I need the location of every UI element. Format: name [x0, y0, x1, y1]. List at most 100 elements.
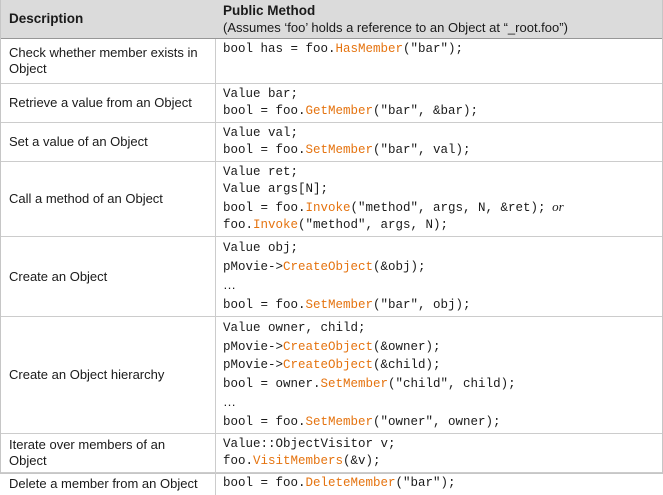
- method-name: CreateObject: [283, 259, 374, 274]
- code-line: …: [223, 276, 658, 296]
- code-text: ("bar");: [395, 476, 456, 490]
- code-line: foo.VisitMembers(&v);: [223, 453, 658, 470]
- code-text: pMovie->: [223, 339, 284, 354]
- code-text: ("child", child);: [388, 376, 516, 391]
- method-name: CreateObject: [283, 358, 374, 372]
- code-text: Value args[N];: [223, 182, 329, 196]
- table-row: Check whether member exists in Object boo…: [1, 39, 662, 84]
- row-code: Value owner, child;pMovie->CreateObject(…: [216, 317, 662, 433]
- code-line: bool = foo.SetMember("owner", owner);: [223, 413, 658, 432]
- code-text: (&child);: [373, 358, 441, 372]
- code-text: Value ret;: [223, 165, 299, 179]
- code-text: ("bar", &bar);: [373, 104, 479, 118]
- code-line: Value ret;: [223, 164, 658, 181]
- code-line: pMovie->CreateObject(&owner);: [223, 338, 658, 357]
- row-description: Create an Object: [1, 237, 216, 316]
- header-public-method-subtitle: (Assumes ‘foo’ holds a reference to an O…: [223, 20, 568, 35]
- code-text: Value owner, child;: [223, 321, 366, 335]
- ellipsis-text: …: [223, 277, 236, 292]
- row-code: Value ret; Value args[N]; bool = foo.Invok…: [216, 162, 662, 236]
- method-name: Invoke: [253, 218, 299, 232]
- code-text: bool = owner.: [223, 376, 321, 391]
- row-code: Value bar; bool = foo.GetMember("bar", &b…: [216, 84, 662, 122]
- row-description: Check whether member exists in Object: [1, 39, 216, 83]
- row-code: bool has = foo.HasMember("bar");: [216, 39, 662, 83]
- code-line: bool = foo.Invoke("method", args, N, &re…: [223, 198, 658, 217]
- code-text: (&owner);: [373, 339, 441, 354]
- row-description-text: Retrieve a value from an Object: [9, 95, 192, 110]
- header-description-label: Description: [9, 11, 84, 26]
- code-text: ("method", args, N, &ret);: [350, 201, 546, 215]
- row-description: Call a method of an Object: [1, 162, 216, 236]
- method-name: VisitMembers: [253, 454, 344, 468]
- code-text: bool = foo.: [223, 476, 306, 490]
- ellipsis-text: …: [223, 394, 236, 409]
- row-code: Value val; bool = foo.SetMember("bar", va…: [216, 123, 662, 161]
- method-name: HasMember: [335, 42, 404, 56]
- table-row: Delete a member from an Object bool = foo…: [1, 473, 662, 495]
- code-text: ("method", args, N);: [298, 218, 449, 232]
- table-row: Set a value of an Object Value val; bool =…: [1, 123, 662, 162]
- code-line: Value val;: [223, 125, 658, 142]
- code-line: pMovie->CreateObject(&child);: [223, 356, 658, 375]
- code-line: Value args[N];: [223, 181, 658, 198]
- header-public-method-title: Public Method: [223, 3, 316, 18]
- row-description-text: Check whether member exists in Object: [9, 45, 198, 76]
- code-text: Value bar;: [223, 87, 299, 101]
- method-name: SetMember: [305, 297, 374, 312]
- row-description-text: Delete a member from an Object: [9, 476, 198, 491]
- method-name: CreateObject: [283, 339, 374, 354]
- code-text: ("bar");: [403, 42, 464, 56]
- row-description-text: Set a value of an Object: [9, 134, 148, 149]
- row-code: bool = foo.DeleteMember("bar");: [216, 473, 662, 495]
- row-code: Value obj; pMovie->CreateObject(&obj); … bo…: [216, 237, 662, 316]
- row-description: Delete a member from an Object: [1, 473, 216, 495]
- row-description-text: Call a method of an Object: [9, 191, 163, 206]
- code-text: bool = foo.: [223, 104, 306, 118]
- row-description-text: Create an Object hierarchy: [9, 367, 165, 382]
- code-line: …: [223, 393, 658, 413]
- row-description: Iterate over members of an Object: [1, 434, 216, 472]
- code-line: bool = foo.SetMember("bar", val);: [223, 142, 658, 159]
- code-line: bool has = foo.HasMember("bar");: [223, 41, 658, 58]
- method-name: SetMember: [305, 414, 374, 429]
- code-line: Value obj;: [223, 239, 658, 258]
- row-description-text: Create an Object: [9, 268, 108, 284]
- table-row: Create an Object hierarchy Value owner, c…: [1, 317, 662, 434]
- code-text: bool = foo.: [223, 414, 306, 429]
- code-text: (&obj);: [373, 259, 426, 274]
- method-name: SetMember: [305, 143, 374, 157]
- code-line: bool = owner.SetMember("child", child);: [223, 375, 658, 394]
- row-description: Set a value of an Object: [1, 123, 216, 161]
- method-name: Invoke: [305, 201, 351, 215]
- code-line: bool = foo.DeleteMember("bar");: [223, 475, 658, 492]
- code-text: foo.: [223, 454, 254, 468]
- code-line: Value::ObjectVisitor v;: [223, 436, 658, 453]
- row-description: Create an Object hierarchy: [1, 317, 216, 433]
- code-text: Value::ObjectVisitor v;: [223, 437, 396, 451]
- table-row: Create an Object Value obj; pMovie->Create…: [1, 237, 662, 317]
- table-body: Check whether member exists in Object boo…: [1, 39, 662, 495]
- code-text: ("bar", val);: [373, 143, 471, 157]
- code-line: Value bar;: [223, 86, 658, 103]
- code-text: (&v);: [343, 454, 381, 468]
- row-description: Retrieve a value from an Object: [1, 84, 216, 122]
- code-line: Value owner, child;: [223, 319, 658, 338]
- code-text: bool = foo.: [223, 297, 306, 312]
- code-text: Value val;: [223, 126, 299, 140]
- row-code: Value::ObjectVisitor v;foo.VisitMembers(…: [216, 434, 662, 472]
- code-text: Value obj;: [223, 241, 299, 255]
- table-row: Retrieve a value from an Object Value bar…: [1, 84, 662, 123]
- method-name: DeleteMember: [305, 476, 396, 490]
- method-name: GetMember: [305, 104, 374, 118]
- or-keyword: or: [545, 199, 564, 214]
- header-public-method-cell: Public Method (Assumes ‘foo’ holds a ref…: [216, 0, 662, 38]
- code-text: pMovie->: [223, 259, 284, 274]
- code-line: bool = foo.GetMember("bar", &bar);: [223, 103, 658, 120]
- code-text: ("bar", obj);: [373, 297, 471, 312]
- code-line: bool = foo.SetMember("bar", obj);: [223, 296, 658, 315]
- code-text: bool = foo.: [223, 143, 306, 157]
